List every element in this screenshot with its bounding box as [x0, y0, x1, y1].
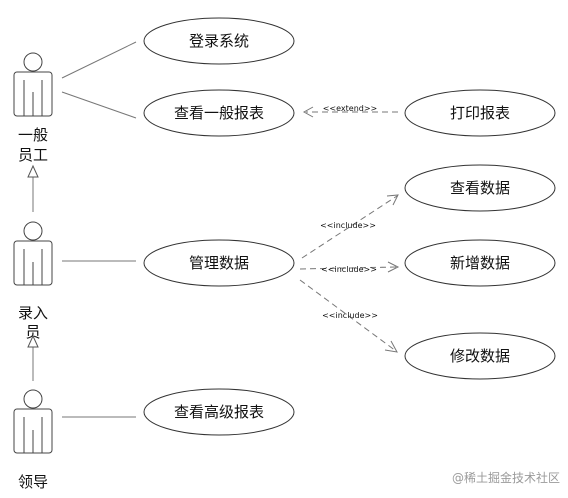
actor-employee-label-1: 一般	[18, 126, 48, 144]
use-case-view-data-label: 查看数据	[450, 179, 510, 197]
use-case-manage-data-label: 管理数据	[189, 254, 249, 272]
actor-clerk: 录入 员	[13, 221, 53, 341]
extend-label: <<extend>>	[323, 104, 378, 113]
include-manage-to-view-data: <<include>>	[301, 194, 399, 259]
actor-clerk-label-1: 录入	[18, 304, 48, 322]
actor-leader-label: 领导	[18, 473, 48, 491]
generalization-clerk-to-employee	[27, 164, 39, 212]
use-case-login: 登录系统	[143, 17, 295, 65]
actor-employee: 一般 员工	[13, 52, 53, 164]
use-case-view-senior-report: 查看高级报表	[143, 388, 295, 436]
actor-leader: 领导	[13, 389, 53, 491]
include-label-add: <<include>>	[321, 265, 377, 274]
use-case-print-report-label: 打印报表	[450, 104, 510, 122]
include-manage-to-edit-data: <<include>>	[299, 279, 398, 353]
use-case-edit-data: 修改数据	[404, 332, 556, 380]
watermark: @稀土掘金技术社区	[452, 470, 560, 485]
actor-clerk-label-2: 员	[25, 323, 40, 341]
use-case-add-data: 新增数据	[404, 239, 556, 287]
extend-print-to-view-report: <<extend>>	[302, 104, 398, 118]
use-case-login-label: 登录系统	[189, 32, 249, 50]
include-label-edit: <<include>>	[322, 311, 378, 320]
use-case-print-report: 打印报表	[404, 89, 556, 137]
use-case-edit-data-label: 修改数据	[450, 347, 510, 365]
use-case-view-data: 查看数据	[404, 164, 556, 212]
assoc-employee-view-general-report	[61, 91, 137, 119]
use-case-view-general-report: 查看一般报表	[143, 89, 295, 137]
use-case-manage-data: 管理数据	[143, 239, 295, 287]
actor-employee-label-2: 员工	[18, 146, 48, 164]
use-case-view-senior-report-label: 查看高级报表	[174, 403, 264, 421]
assoc-employee-login	[61, 41, 137, 79]
include-manage-to-add-data: <<include>>	[299, 261, 400, 274]
include-label-view: <<include>>	[320, 221, 376, 230]
use-case-add-data-label: 新增数据	[450, 254, 510, 272]
generalization-leader-to-clerk	[27, 334, 39, 381]
use-case-view-general-report-label: 查看一般报表	[174, 104, 264, 122]
